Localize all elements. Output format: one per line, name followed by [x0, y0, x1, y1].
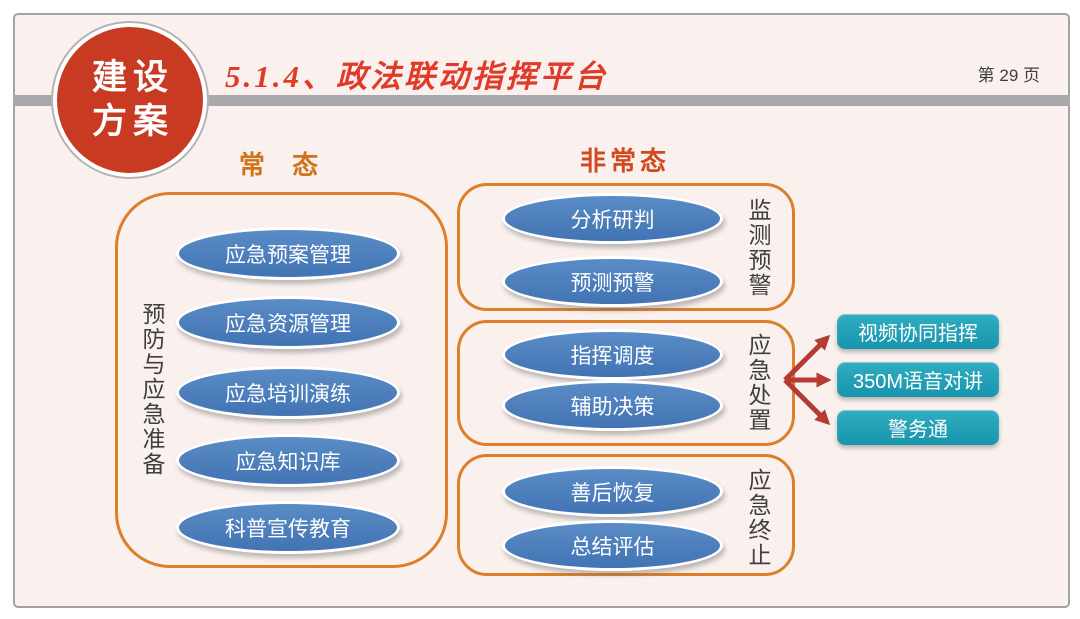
node-summary-evaluation: 总结评估: [502, 520, 723, 571]
header-divider-bar: [13, 95, 1070, 106]
tool-police-terminal: 警务通: [837, 410, 999, 445]
emergency-termination-group-box: [457, 454, 795, 576]
logo-text-line1: 建设: [91, 58, 174, 98]
node-emergency-training-drill: 应急培训演练: [176, 366, 400, 419]
logo-badge: 建设 方案: [53, 23, 207, 177]
abnormal-state-heading: 非常态: [579, 146, 670, 176]
page-number: 第 29 页: [977, 66, 1040, 85]
emergency-response-group-box: [457, 320, 795, 446]
node-emergency-knowledge-base: 应急知识库: [176, 434, 400, 487]
tool-350m-voice-intercom: 350M语音对讲: [837, 362, 999, 397]
node-emergency-resource-management: 应急资源管理: [176, 296, 400, 349]
emergency-termination-side-label: 应急终止: [745, 468, 771, 568]
node-aftermath-recovery: 善后恢复: [502, 466, 723, 517]
node-decision-support: 辅助决策: [502, 380, 723, 431]
node-science-education: 科普宣传教育: [176, 501, 400, 554]
normal-state-heading: 常 态: [238, 150, 329, 180]
monitoring-warning-side-label: 监测预警: [745, 198, 771, 298]
node-forecast-warning: 预测预警: [502, 256, 723, 307]
logo-text-line2: 方案: [91, 102, 174, 141]
arrow-to-video-command: [783, 334, 831, 382]
slide-frame: 建设 方案 5.1.4、政法联动指挥平台 第 29 页 常 态 预防与应急准备 …: [13, 13, 1070, 608]
arrow-to-police-terminal: [783, 378, 831, 426]
prevention-preparation-side-label: 预防与应急准备: [139, 302, 165, 477]
node-command-dispatch: 指挥调度: [502, 329, 723, 380]
normal-state-panel: [115, 192, 448, 568]
node-emergency-plan-management: 应急预案管理: [176, 227, 400, 280]
link-arrows: [783, 334, 832, 426]
node-analysis-judgment: 分析研判: [502, 193, 723, 244]
tool-video-collaborative-command: 视频协同指挥: [837, 314, 999, 349]
monitoring-warning-group-box: [457, 183, 795, 311]
emergency-response-side-label: 应急处置: [745, 333, 771, 433]
slide-title: 5.1.4、政法联动指挥平台: [225, 59, 608, 94]
